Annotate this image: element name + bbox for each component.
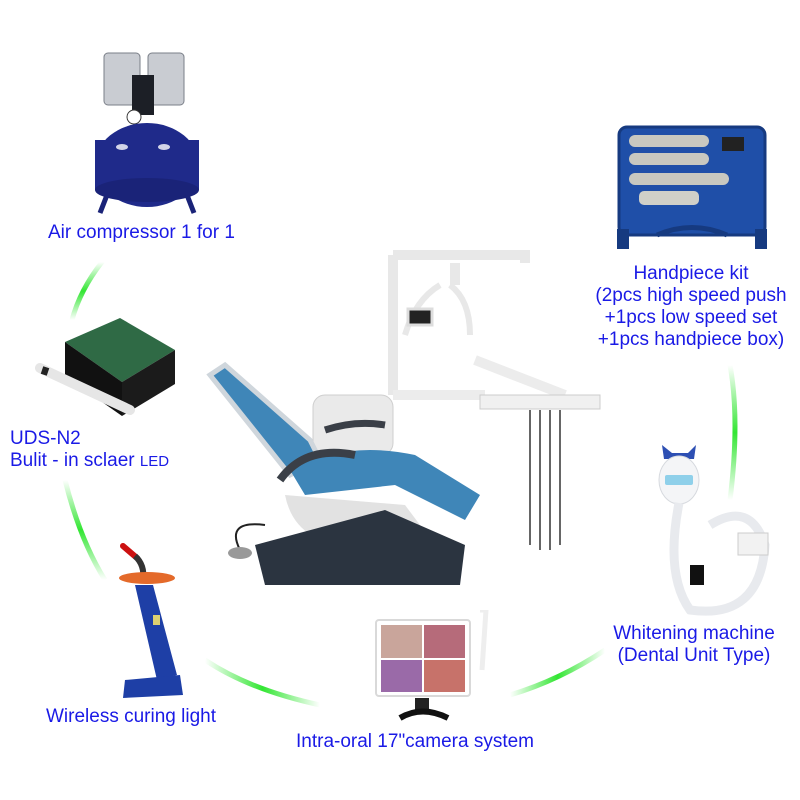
whitening-lamp-icon — [658, 445, 770, 616]
handpiece-kit-line-3: +1pcs handpiece box) — [597, 329, 785, 350]
handpiece-kit-line-2: +1pcs low speed set — [604, 307, 778, 328]
camera-system-label: Intra-oral 17"camera system — [296, 731, 534, 752]
uds-n2-title: UDS-N2 — [10, 428, 81, 449]
air-compressor-image — [92, 45, 202, 215]
handpiece-kit-line-1: (2pcs high speed push — [595, 285, 787, 306]
whitening-machine-label: Whitening machine (Dental Unit Type) — [594, 623, 794, 667]
handpiece-kit-case-icon — [617, 125, 767, 249]
ultrasonic-scaler-icon — [35, 318, 175, 416]
whitening-machine-title: Whitening machine — [613, 623, 775, 644]
curing-light-image — [115, 530, 190, 700]
uds-n2-label: UDS-N2 Bulit - in sclaer LED — [10, 428, 169, 473]
ultrasonic-scaler-image — [10, 310, 175, 420]
handpiece-kit-label: Handpiece kit (2pcs high speed push +1pc… — [575, 263, 800, 351]
whitening-machine-subtitle: (Dental Unit Type) — [617, 645, 771, 666]
uds-n2-led-text: LED — [139, 453, 170, 470]
handpiece-kit-title: Handpiece kit — [633, 263, 749, 284]
camera-system-image — [370, 610, 495, 725]
dental-chair-unit-icon — [206, 250, 601, 585]
curing-light-icon — [119, 543, 183, 698]
curing-light-label: Wireless curing light — [46, 706, 216, 727]
uds-n2-subtitle: Bulit - in sclaer LED — [10, 450, 169, 473]
air-compressor-label: Air compressor 1 for 1 — [48, 222, 235, 243]
dental-chair-image — [195, 245, 625, 590]
air-compressor-icon — [95, 52, 199, 214]
handpiece-kit-image — [617, 125, 767, 250]
whitening-machine-image — [650, 445, 780, 620]
intraoral-camera-monitor-icon — [375, 610, 489, 721]
uds-n2-subtitle-text: Bulit - in sclaer — [10, 450, 140, 471]
